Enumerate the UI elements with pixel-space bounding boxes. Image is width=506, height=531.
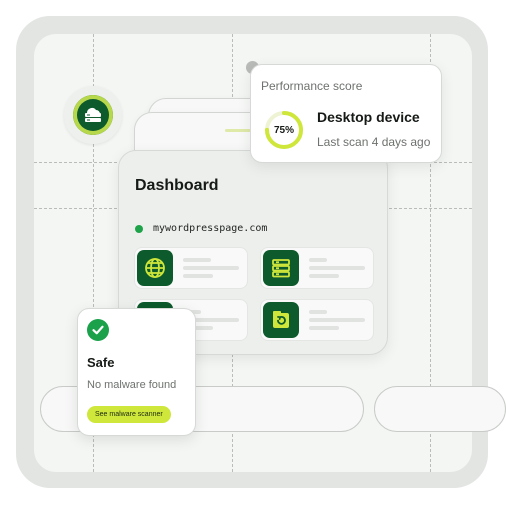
tile-text-line: [183, 318, 239, 322]
performance-last-scan: Last scan 4 days ago: [317, 135, 431, 149]
tile-text-line: [183, 274, 213, 278]
tile-server[interactable]: [260, 247, 374, 289]
tile-text-line: [309, 266, 365, 270]
site-row[interactable]: mywordpresspage.com: [135, 223, 267, 234]
cloud-server-icon: [73, 95, 113, 135]
grid-line: [93, 34, 94, 472]
site-status-dot: [135, 224, 143, 233]
card-accent-bar: [225, 129, 265, 132]
tile-text-line: [309, 274, 339, 278]
performance-gauge: [265, 111, 303, 149]
site-url[interactable]: mywordpresspage.com: [153, 223, 268, 234]
performance-score: 75%: [273, 124, 294, 136]
tile-text-line: [183, 266, 239, 270]
cloud-server-node: [64, 86, 122, 144]
globe-icon: [137, 250, 173, 286]
grid-line: [430, 34, 431, 472]
server-icon: [263, 250, 299, 286]
backup-restore-icon: [263, 302, 299, 338]
dashboard-card[interactable]: Dashboard mywordpresspage.com: [118, 150, 388, 355]
malware-status-title: Safe: [87, 355, 115, 370]
malware-status-subtitle: No malware found: [87, 379, 177, 391]
performance-label: Performance score: [261, 79, 363, 93]
decorative-pill: [374, 386, 506, 432]
tile-text-line: [183, 258, 211, 262]
malware-card[interactable]: Safe No malware found See malware scanne…: [77, 308, 196, 436]
performance-gauge-arc: [265, 111, 303, 149]
tile-backup[interactable]: [260, 299, 374, 341]
tile-text-line: [309, 318, 365, 322]
performance-card[interactable]: Performance score 75% Desktop device Las…: [250, 64, 442, 163]
see-malware-scanner-button[interactable]: See malware scanner: [87, 406, 171, 423]
performance-device: Desktop device: [317, 109, 420, 125]
tile-text-line: [309, 310, 327, 314]
dashboard-title: Dashboard: [135, 177, 219, 194]
check-icon: [87, 319, 109, 341]
tile-text-line: [183, 326, 213, 330]
tile-text-line: [309, 258, 327, 262]
tile-globe[interactable]: [134, 247, 248, 289]
tile-text-line: [309, 326, 339, 330]
